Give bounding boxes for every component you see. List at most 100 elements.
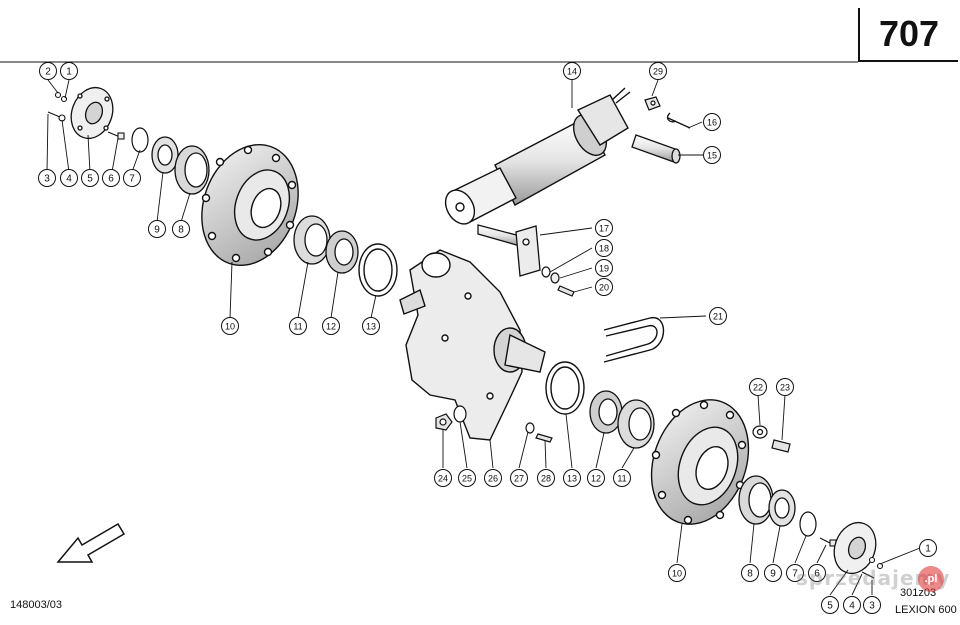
washer-part-25 [453,405,467,423]
bolt-part-20 [557,285,575,297]
callout-bubble-17 [595,219,613,237]
callout-bubble-22 [749,378,767,396]
callout-label-9: 9 [770,569,776,580]
grease-nipple-part-29 [644,96,661,111]
callout-label-23: 23 [780,383,790,393]
callout-label-26: 26 [488,474,498,484]
callout-bubble-18 [595,239,613,257]
callout-label-1: 1 [925,544,931,555]
callout-bubble-24 [434,469,452,487]
callout-bubble-7 [786,564,804,582]
callout-bubble-10 [221,317,239,335]
callout-bubble-25 [458,469,476,487]
bearing-part-12-left [325,230,359,274]
callout-bubble-10 [668,564,686,582]
callout-bubble-1 [919,539,937,557]
bolt-part-6-right [819,537,837,547]
small-parts-1-4 [47,91,68,122]
callout-label-14: 14 [567,67,577,77]
callout-bubble-28 [537,469,555,487]
bearing-part-9-right [768,489,796,527]
leader-lines [46,79,921,596]
callout-bubble-11 [613,469,631,487]
u-bolt-part-21 [603,317,665,363]
bearing-cup-part-8 [174,145,210,195]
bearing-cup-part-11-right [617,399,655,449]
callout-bubble-5 [821,596,839,614]
washer-part-22 [752,425,768,439]
drawing-code: 148003/03 [10,599,62,611]
callout-bubble-6 [808,564,826,582]
bearing-part-12-right [589,390,623,434]
washer-part-19 [550,272,560,284]
nut-part-24 [435,413,453,431]
callout-bubble-19 [595,259,613,277]
callout-label-20: 20 [599,283,609,293]
callout-bubble-3 [38,169,56,187]
bearing-cup-part-11-left [293,215,331,265]
callout-bubble-23 [776,378,794,396]
callout-label-15: 15 [707,151,717,161]
washer-part-7 [131,127,149,153]
callout-bubble-2 [39,62,57,80]
callout-label-25: 25 [462,474,472,484]
callout-bubble-9 [148,220,166,238]
washer-part-27 [525,422,535,434]
callout-label-2: 2 [45,67,51,78]
callout-bubble-4 [843,596,861,614]
callout-bubble-1 [60,62,78,80]
wheel-hub-part-10-left [201,143,299,267]
callout-label-28: 28 [541,474,551,484]
page-number: 707 [858,8,958,62]
steering-knuckle-part-26 [399,249,546,441]
seal-ring-part-13-right [545,361,585,415]
callout-label-11: 11 [617,474,626,484]
callout-bubble-8 [172,220,190,238]
bolt-part-6 [107,131,125,140]
callout-label-13: 13 [366,322,376,332]
callout-label-9: 9 [154,225,160,236]
callout-label-3: 3 [44,174,50,185]
callout-label-29: 29 [653,67,663,77]
callout-label-18: 18 [599,244,609,254]
callout-label-17: 17 [599,224,609,234]
callout-label-7: 7 [792,569,798,580]
callout-label-4: 4 [66,174,72,185]
callout-label-6: 6 [108,174,114,185]
callout-label-11: 11 [293,322,302,332]
bolt-part-23 [771,439,791,453]
callout-label-19: 19 [599,264,609,274]
callout-bubble-4 [60,169,78,187]
callout-bubble-9 [764,564,782,582]
pin-part-15 [631,134,681,164]
callout-bubble-3 [863,596,881,614]
callout-label-6: 6 [814,569,820,580]
wheel-hub-part-10-right [650,399,750,525]
callout-label-8: 8 [178,225,184,236]
bearing-part-9 [151,136,179,174]
callout-bubble-21 [709,307,727,325]
callout-bubble-11 [289,317,307,335]
callout-label-13: 13 [567,474,577,484]
hydraulic-cylinder [444,87,631,225]
seal-ring-part-13-left [358,243,398,297]
callout-label-12: 12 [326,322,336,332]
callout-label-8: 8 [747,569,753,580]
callout-bubble-8 [741,564,759,582]
callout-label-21: 21 [713,312,723,322]
watermark-badge: .pl [918,566,944,592]
callout-label-10: 10 [672,569,682,579]
callout-label-5: 5 [827,601,833,612]
bearing-cup-part-8-right [738,475,774,525]
callout-label-7: 7 [129,174,135,185]
callout-label-1: 1 [66,67,72,78]
callout-bubble-13 [563,469,581,487]
callout-bubble-7 [123,169,141,187]
callout-label-4: 4 [849,601,855,612]
bracket-part-17 [477,224,541,277]
callout-bubble-13 [362,317,380,335]
callout-bubble-27 [510,469,528,487]
callout-label-22: 22 [753,383,763,393]
